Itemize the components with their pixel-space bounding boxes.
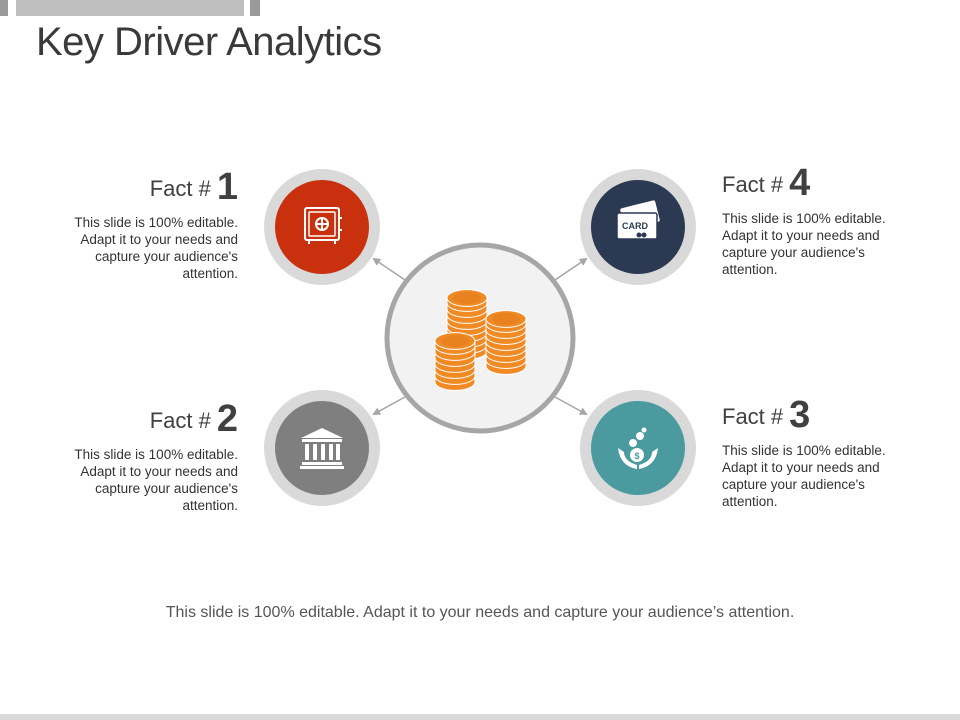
fact-1-text: Fact #1 This slide is 100% editable. Ada… <box>38 168 238 282</box>
fact-4-node: CARD <box>580 169 696 285</box>
money-hands-icon: $ <box>618 427 658 469</box>
connector-arrow-fact3 <box>554 396 588 415</box>
fact-2-number: 2 <box>216 398 238 440</box>
fact-4-heading: Fact #4 <box>722 164 922 204</box>
center-node <box>384 242 576 434</box>
fact-2-text: Fact #2 This slide is 100% editable. Ada… <box>38 400 238 514</box>
fact-3-node: $ <box>580 390 696 506</box>
fact-3-description: This slide is 100% editable. Adapt it to… <box>722 443 886 509</box>
fact-2-node <box>264 390 380 506</box>
card-text: CARD <box>622 221 648 231</box>
connector-arrow-fact4 <box>554 257 588 281</box>
fact-3-number: 3 <box>789 394 811 436</box>
coins-icon <box>434 289 527 391</box>
card-icon: CARD <box>616 200 660 240</box>
fact-1-label: Fact # <box>149 176 211 201</box>
svg-text:$: $ <box>634 451 639 461</box>
connector-arrow-fact1 <box>372 257 406 281</box>
fact-4-number: 4 <box>789 162 811 204</box>
fact-1-heading: Fact #1 <box>38 168 238 208</box>
top-accent-bar <box>250 0 260 16</box>
connector-arrow-fact2 <box>372 396 406 415</box>
safe-icon <box>304 207 342 244</box>
fact-2-heading: Fact #2 <box>38 400 238 440</box>
footer-text: This slide is 100% editable. Adapt it to… <box>165 604 795 621</box>
fact-1-number: 1 <box>216 166 238 208</box>
fact-3-label: Fact # <box>722 404 784 429</box>
fact-2-description: This slide is 100% editable. Adapt it to… <box>74 447 238 513</box>
fact-3-heading: Fact #3 <box>722 396 922 436</box>
slide-title: Key Driver Analytics <box>36 20 382 64</box>
fact-1-description: This slide is 100% editable. Adapt it to… <box>74 215 238 281</box>
fact-3-text: Fact #3 This slide is 100% editable. Ada… <box>722 396 922 510</box>
fact-4-label: Fact # <box>722 172 784 197</box>
fact-4-description: This slide is 100% editable. Adapt it to… <box>722 211 886 277</box>
top-accent-bar <box>0 0 8 16</box>
bottom-bar <box>0 714 960 720</box>
bank-icon <box>300 428 344 469</box>
fact-4-text: Fact #4 This slide is 100% editable. Ada… <box>722 164 922 278</box>
fact-2-label: Fact # <box>149 408 211 433</box>
top-accent-bar <box>16 0 244 16</box>
fact-1-node <box>264 169 380 285</box>
